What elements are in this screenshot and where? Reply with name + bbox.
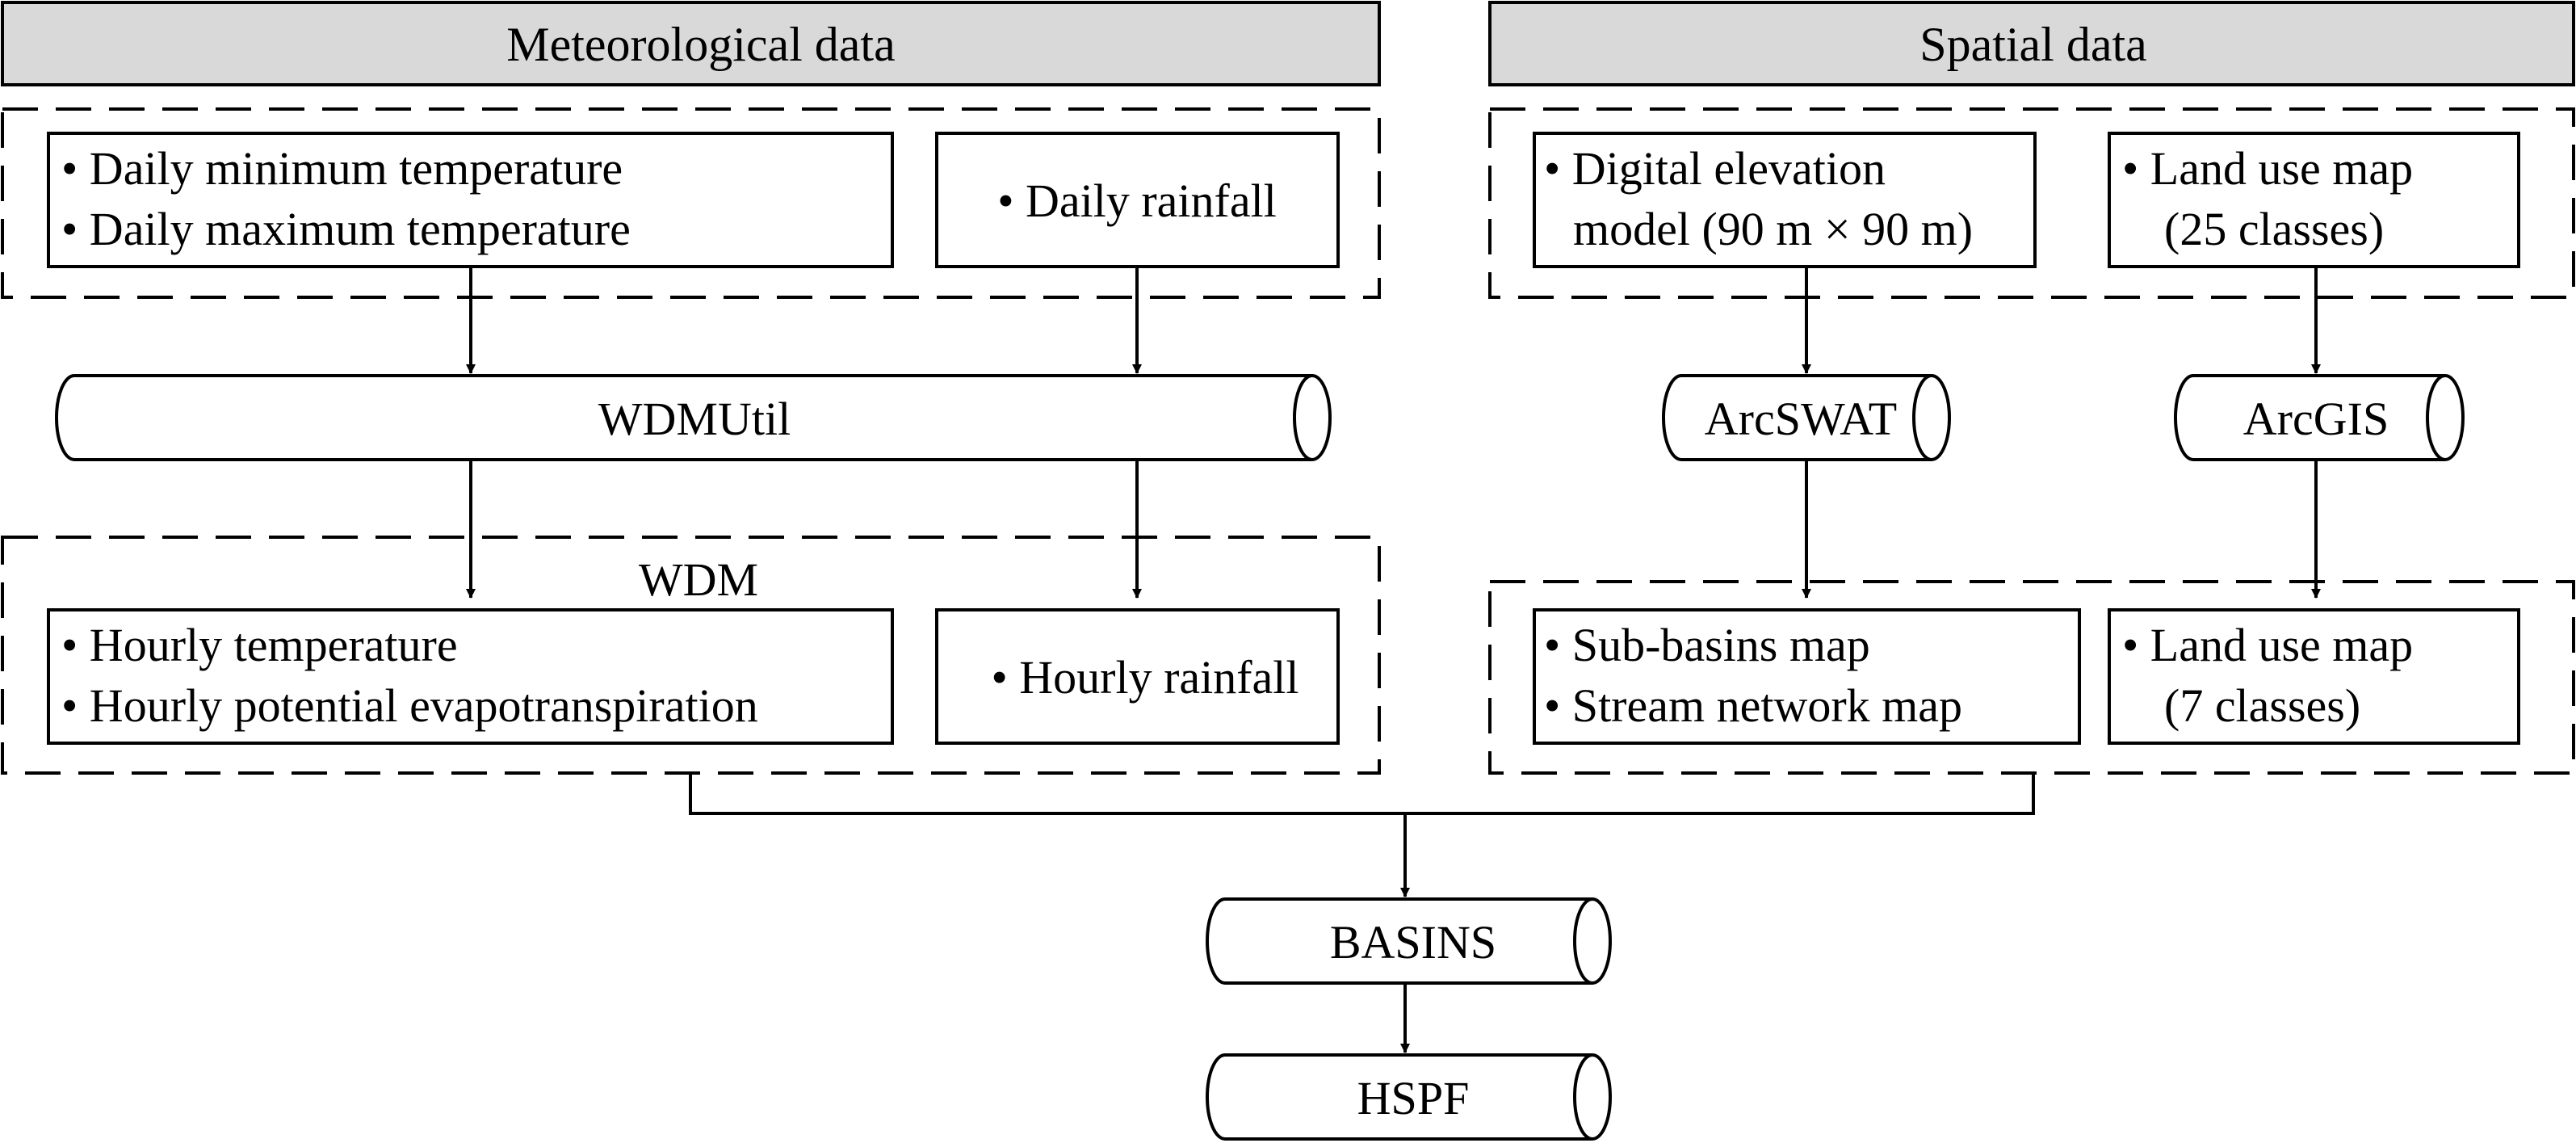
daily-rainfall: • Daily rainfall: [997, 174, 1277, 227]
dem-line-2: model (90 m × 90 m): [1573, 203, 1973, 255]
hspf-cylinder: [1206, 1053, 1612, 1141]
wdm-label: WDM: [639, 553, 758, 606]
hourly-temperature: • Hourly temperature: [61, 619, 458, 671]
dem-line-1: • Digital elevation: [1544, 142, 1886, 195]
meteorological-header: Meteorological data: [506, 18, 895, 71]
wdmutil-label: WDMUtil: [598, 393, 791, 445]
hourly-rainfall: • Hourly rainfall: [991, 651, 1298, 704]
sub-basins-map: • Sub-basins map: [1544, 619, 1870, 671]
meteo-input-group: [1, 107, 1381, 299]
arcswat-cylinder: [1662, 374, 1951, 461]
dem-box: [1533, 132, 2037, 268]
merge-connector: [689, 773, 2035, 815]
spatial-header-box: [1488, 1, 2575, 86]
arcgis-label: ArcGIS: [2243, 393, 2389, 445]
landuse-25-line-2: (25 classes): [2164, 203, 2384, 255]
daily-max-temperature: • Daily maximum temperature: [61, 203, 631, 255]
hourly-pet: • Hourly potential evapotranspiration: [61, 679, 758, 732]
landuse-7-line-1: • Land use map: [2122, 619, 2413, 671]
arcgis-cylinder: [2174, 374, 2465, 461]
hourly-temperature-box: [47, 608, 894, 745]
stream-network-map: • Stream network map: [1544, 679, 1962, 732]
hourly-rainfall-box: [935, 608, 1340, 745]
arcswat-label: ArcSWAT: [1705, 393, 1897, 445]
landuse-7-box: [2108, 608, 2520, 745]
landuse-25-box: [2108, 132, 2520, 268]
landuse-25-line-1: • Land use map: [2122, 142, 2413, 195]
basins-label: BASINS: [1330, 916, 1496, 969]
basins-cylinder: [1206, 897, 1612, 985]
wdmutil-cylinder: [55, 374, 1332, 461]
spatial-input-group: [1488, 107, 2575, 299]
daily-rainfall-box: [935, 132, 1340, 268]
spatial-header: Spatial data: [1919, 18, 2147, 71]
daily-min-temperature: • Daily minimum temperature: [61, 142, 623, 195]
meteorological-header-box: [1, 1, 1381, 86]
hspf-label: HSPF: [1357, 1072, 1470, 1124]
basins-map-box: [1533, 608, 2081, 745]
daily-temperature-box: [47, 132, 894, 268]
landuse-7-line-2: (7 classes): [2164, 679, 2360, 732]
